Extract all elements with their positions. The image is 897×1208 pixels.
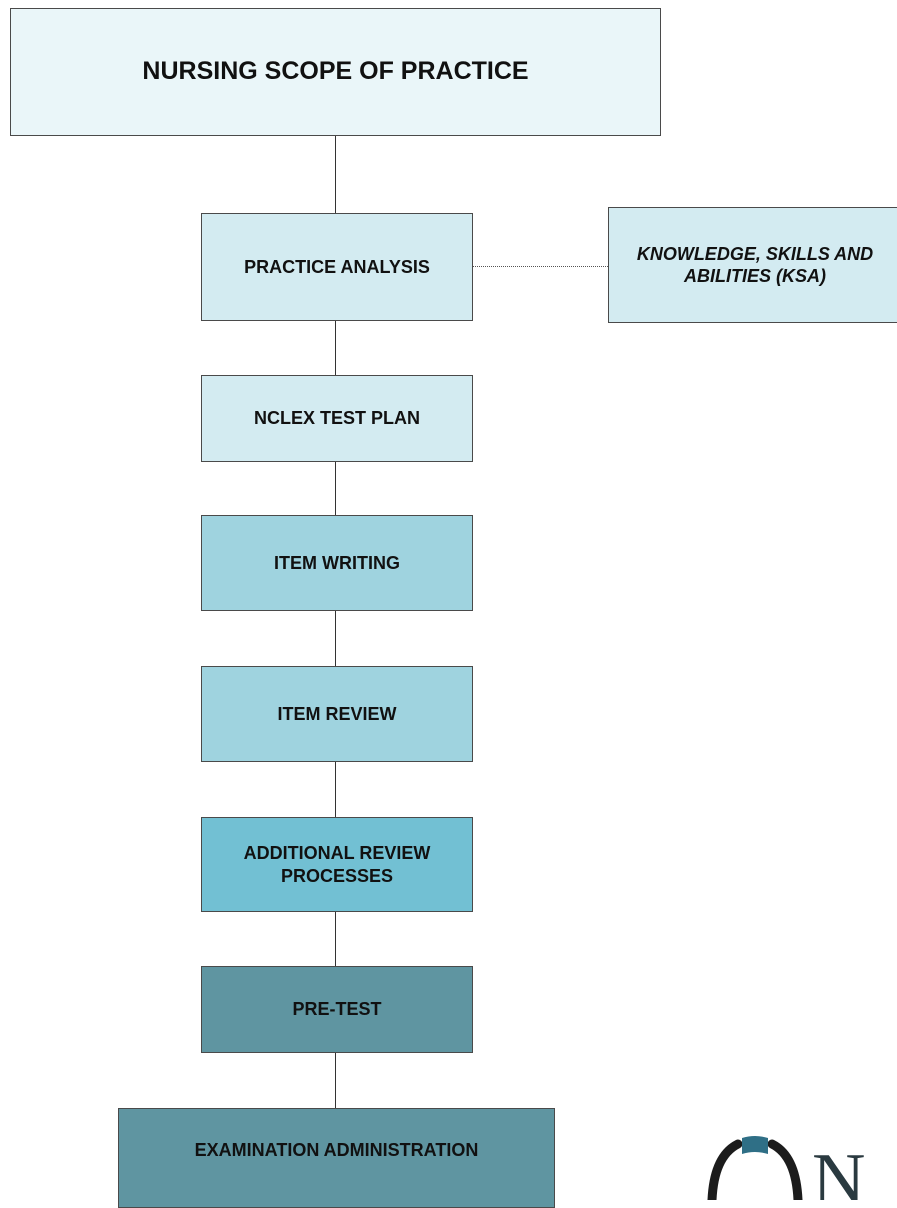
node-label: ITEM WRITING <box>274 552 400 573</box>
node-label: ADDITIONAL REVIEW PROCESSES <box>243 843 431 886</box>
connector-itemreview-to-additional <box>335 762 336 817</box>
node-label: ITEM REVIEW <box>277 703 397 724</box>
connector-additional-to-pretest <box>335 912 336 966</box>
connector-testplan-to-itemwriting <box>335 462 336 515</box>
node-label: PRE-TEST <box>292 999 382 1020</box>
node-ksa: KNOWLEDGE, SKILLS AND ABILITIES (KSA) <box>608 207 897 323</box>
ncsbn-logo: N <box>700 1134 897 1208</box>
node-label: NCLEX TEST PLAN <box>253 408 420 429</box>
node-item-review: ITEM REVIEW <box>201 666 473 762</box>
node-nclex-test-plan: NCLEX TEST PLAN <box>201 375 473 462</box>
connector-pretest-to-exam <box>335 1053 336 1108</box>
logo-letter: N <box>812 1139 865 1200</box>
node-label: NURSING SCOPE OF PRACTICE <box>142 57 529 86</box>
node-pre-test: PRE-TEST <box>201 966 473 1053</box>
node-nursing-scope-of-practice: NURSING SCOPE OF PRACTICE <box>10 8 661 136</box>
node-practice-analysis: PRACTICE ANALYSIS <box>201 213 473 321</box>
node-examination-administration: EXAMINATION ADMINISTRATION <box>118 1108 555 1208</box>
node-label: PRACTICE ANALYSIS <box>244 256 430 277</box>
connector-scope-to-analysis <box>335 136 336 213</box>
ncsbn-logo-icon: N <box>707 1136 865 1208</box>
node-label: KNOWLEDGE, SKILLS AND ABILITIES (KSA) <box>636 243 874 287</box>
connector-analysis-to-testplan <box>335 321 336 375</box>
node-label: EXAMINATION ADMINISTRATION <box>194 1140 479 1160</box>
node-additional-review-processes: ADDITIONAL REVIEW PROCESSES <box>201 817 473 912</box>
connector-analysis-to-ksa <box>473 266 608 267</box>
connector-itemwriting-to-itemreview <box>335 611 336 666</box>
node-item-writing: ITEM WRITING <box>201 515 473 611</box>
